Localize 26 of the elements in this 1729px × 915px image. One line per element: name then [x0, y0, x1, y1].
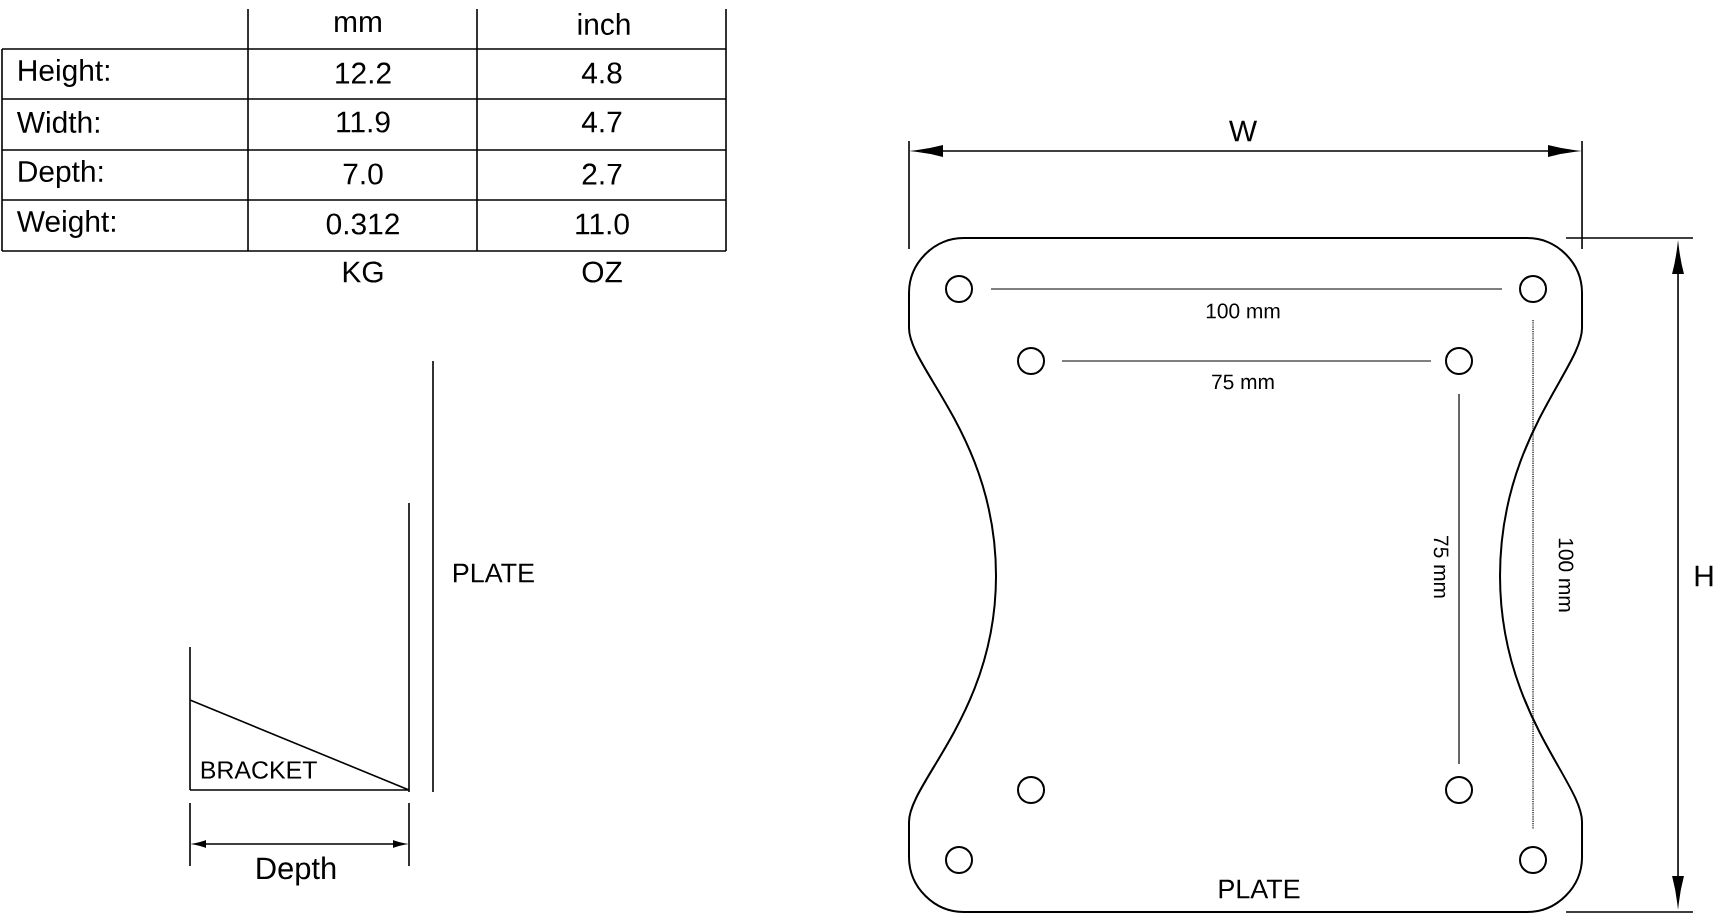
column-header: inch — [578, 13, 630, 35]
row-label: Depth: — [19, 160, 103, 188]
dimension-label: Depth — [257, 856, 336, 886]
table-value: 2.7 — [582, 163, 622, 185]
table-value: 11.0 — [576, 213, 629, 235]
table-value: 4.7 — [581, 111, 622, 133]
row-label: Width: — [16, 111, 99, 133]
unit-label: OZ — [582, 261, 622, 283]
dimension-label: 100 mm — [1206, 303, 1280, 319]
dimension-label: 100 mm — [1558, 538, 1574, 612]
part-label: BRACKET — [201, 761, 317, 779]
part-label: PLATE — [1219, 879, 1300, 899]
column-header: mm — [335, 15, 381, 33]
dimension-label: H — [1695, 565, 1713, 587]
dimension-label: W — [1229, 120, 1257, 142]
dimension-label: 75 mm — [1433, 536, 1449, 598]
table-value: 7.0 — [343, 163, 383, 185]
unit-label: KG — [343, 261, 383, 283]
row-label: Height: — [19, 59, 109, 87]
table-value: 12.2 — [336, 62, 391, 84]
dimension-label: 75 mm — [1212, 374, 1274, 390]
part-label: PLATE — [454, 563, 534, 583]
table-value: 11.9 — [337, 111, 390, 133]
table-value: 4.8 — [581, 62, 622, 84]
row-label: Weight: — [16, 210, 115, 238]
table-value: 0.312 — [326, 213, 399, 235]
